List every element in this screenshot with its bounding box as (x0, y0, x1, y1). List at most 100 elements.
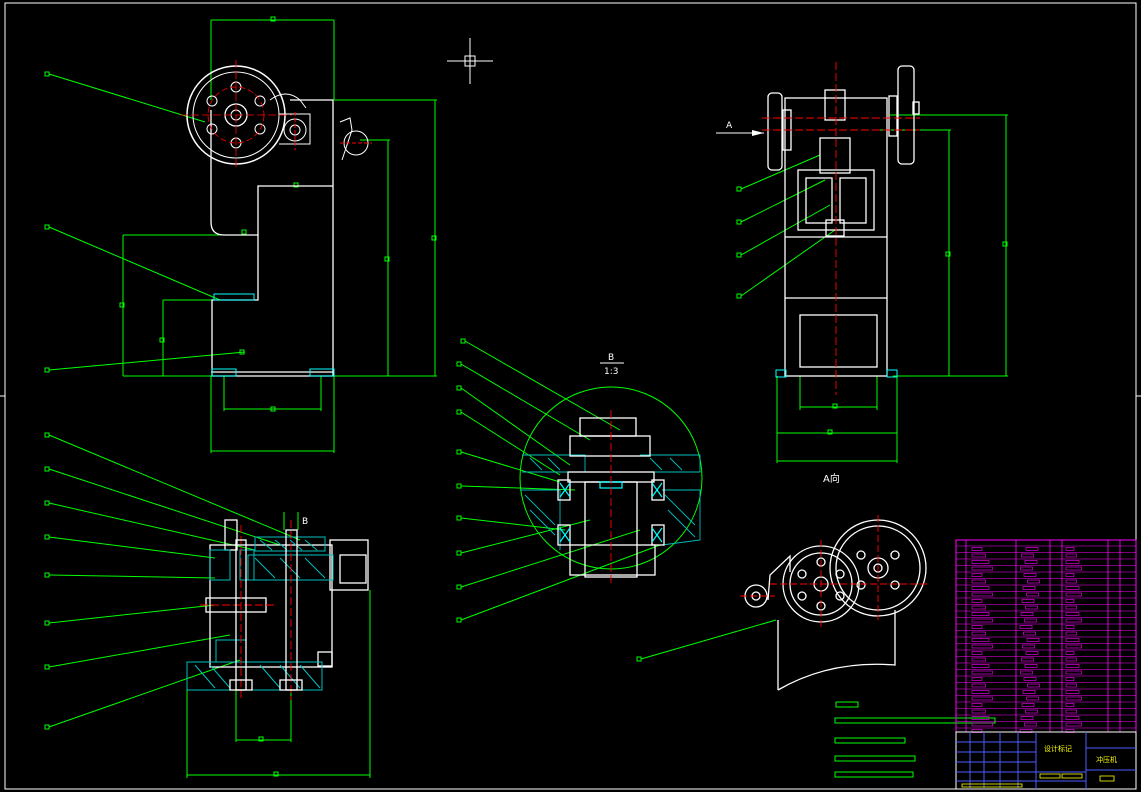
parts-list-entry (1065, 625, 1075, 629)
parts-list-entry (1065, 553, 1077, 558)
parts-list-entry (1065, 709, 1077, 714)
detail-bearings (559, 481, 663, 543)
parts-list-entry (1021, 599, 1035, 603)
parts-list-entry (1065, 664, 1080, 668)
side-centerlines (762, 62, 920, 395)
parts-list-entry (1026, 696, 1039, 701)
detail-letter-b: B (608, 353, 614, 363)
parts-list-entry (971, 683, 986, 688)
parts-list-entry (971, 644, 993, 649)
parts-list-entry (1065, 657, 1077, 662)
parts-list-entry (1020, 670, 1033, 675)
parts-list-rows (956, 540, 1136, 733)
parts-list-entry (1065, 631, 1077, 636)
gear-section-view: B (44, 432, 371, 778)
gear-shaft-white (229, 529, 303, 691)
detail-view-b: B 1:3 (456, 338, 703, 623)
parts-list-table (955, 539, 1137, 733)
parts-list-entry (971, 670, 993, 675)
parts-list-entry (971, 612, 990, 616)
parts-list-entry (971, 605, 986, 610)
parts-list-entry (971, 664, 990, 668)
detail-leaders (456, 338, 661, 623)
parts-list-entry (1065, 605, 1077, 610)
parts-list-entry (1026, 592, 1039, 597)
parts-list-entry (1065, 592, 1082, 597)
parts-list-entry (971, 657, 986, 662)
gear-view-leaders (44, 432, 301, 730)
detail-hatching (520, 454, 701, 550)
parts-list-entry (1023, 677, 1037, 681)
detail-callout-b: B (302, 517, 308, 527)
gear-view-dimensions (186, 512, 371, 778)
parts-list-entry (1026, 638, 1040, 642)
parts-list-entry (1024, 664, 1038, 668)
parts-list-entry (1027, 579, 1040, 584)
side-view-dimensions (776, 114, 1008, 463)
parts-list-entry (1021, 657, 1034, 662)
parts-list-entry (971, 618, 993, 623)
gear-housing-outline (205, 519, 369, 668)
parts-list-entry (971, 566, 993, 571)
parts-list-entry (971, 560, 990, 564)
parts-list-entry (1027, 683, 1040, 688)
front-elevation-view (44, 16, 437, 453)
parts-list-entry (1024, 560, 1038, 564)
title-block-subtitle: 设计标记 (1044, 744, 1072, 753)
technical-notes (834, 701, 996, 778)
parts-list-entry (1025, 547, 1039, 551)
side-base-feet (775, 369, 898, 378)
parts-list-entry (1065, 703, 1075, 707)
parts-list-entry (971, 631, 986, 636)
parts-list-entry (1023, 573, 1037, 577)
title-block-title: 冲压机 (1096, 755, 1117, 764)
title-block-grid (956, 732, 1136, 789)
title-block-cells (961, 773, 1115, 788)
parts-list-entry (1025, 605, 1038, 610)
parts-list-entry (1020, 612, 1034, 616)
parts-list-entry (971, 586, 990, 590)
flywheel-partial-centerlines (740, 515, 930, 630)
parts-list-entry (971, 599, 983, 603)
parts-list-entry (1025, 709, 1038, 714)
section-arrow-a: A (716, 121, 764, 136)
parts-list-entry (1065, 677, 1075, 681)
title-block: 设计标记 冲压机 (955, 731, 1137, 790)
parts-list-entry (1024, 722, 1037, 727)
motor-pulley-front (269, 93, 372, 161)
parts-list-entry (1025, 651, 1039, 655)
base-feet (211, 293, 335, 377)
parts-list-entry (1065, 566, 1082, 571)
parts-list-entry (971, 592, 993, 597)
detail-scale: 1:3 (604, 367, 618, 377)
parts-list-entry (1022, 644, 1035, 649)
side-handwheels (767, 65, 920, 171)
parts-list-entry (971, 722, 993, 727)
parts-list-entry (971, 579, 986, 584)
parts-list-entry (971, 696, 993, 701)
parts-list-entry (1065, 586, 1080, 590)
flywheel-partial-leader (640, 619, 777, 660)
parts-list-entry (971, 573, 983, 577)
title-block-frame (955, 731, 1137, 790)
parts-list-entry (971, 703, 983, 707)
parts-list-entry (1065, 560, 1080, 564)
parts-list-entry (1065, 690, 1080, 694)
parts-list-entry (971, 677, 983, 681)
parts-list-entry (971, 547, 983, 551)
gear-hatched-parts (186, 536, 334, 691)
parts-list-entry (971, 709, 986, 714)
parts-list-entry (1065, 579, 1077, 584)
parts-list-entry (1065, 612, 1080, 616)
gear-shaft-centerlines (200, 520, 292, 700)
parts-list-entry (971, 651, 983, 655)
parts-list-entry (971, 716, 990, 720)
parts-list-entry (1022, 586, 1036, 590)
parts-list-entry (1065, 599, 1075, 603)
parts-list-entry (1065, 547, 1075, 551)
direction-view-label: A向 (823, 472, 840, 485)
flywheel-front (180, 60, 292, 170)
parts-list-entry (971, 690, 990, 694)
parts-list-entry (1023, 631, 1036, 636)
